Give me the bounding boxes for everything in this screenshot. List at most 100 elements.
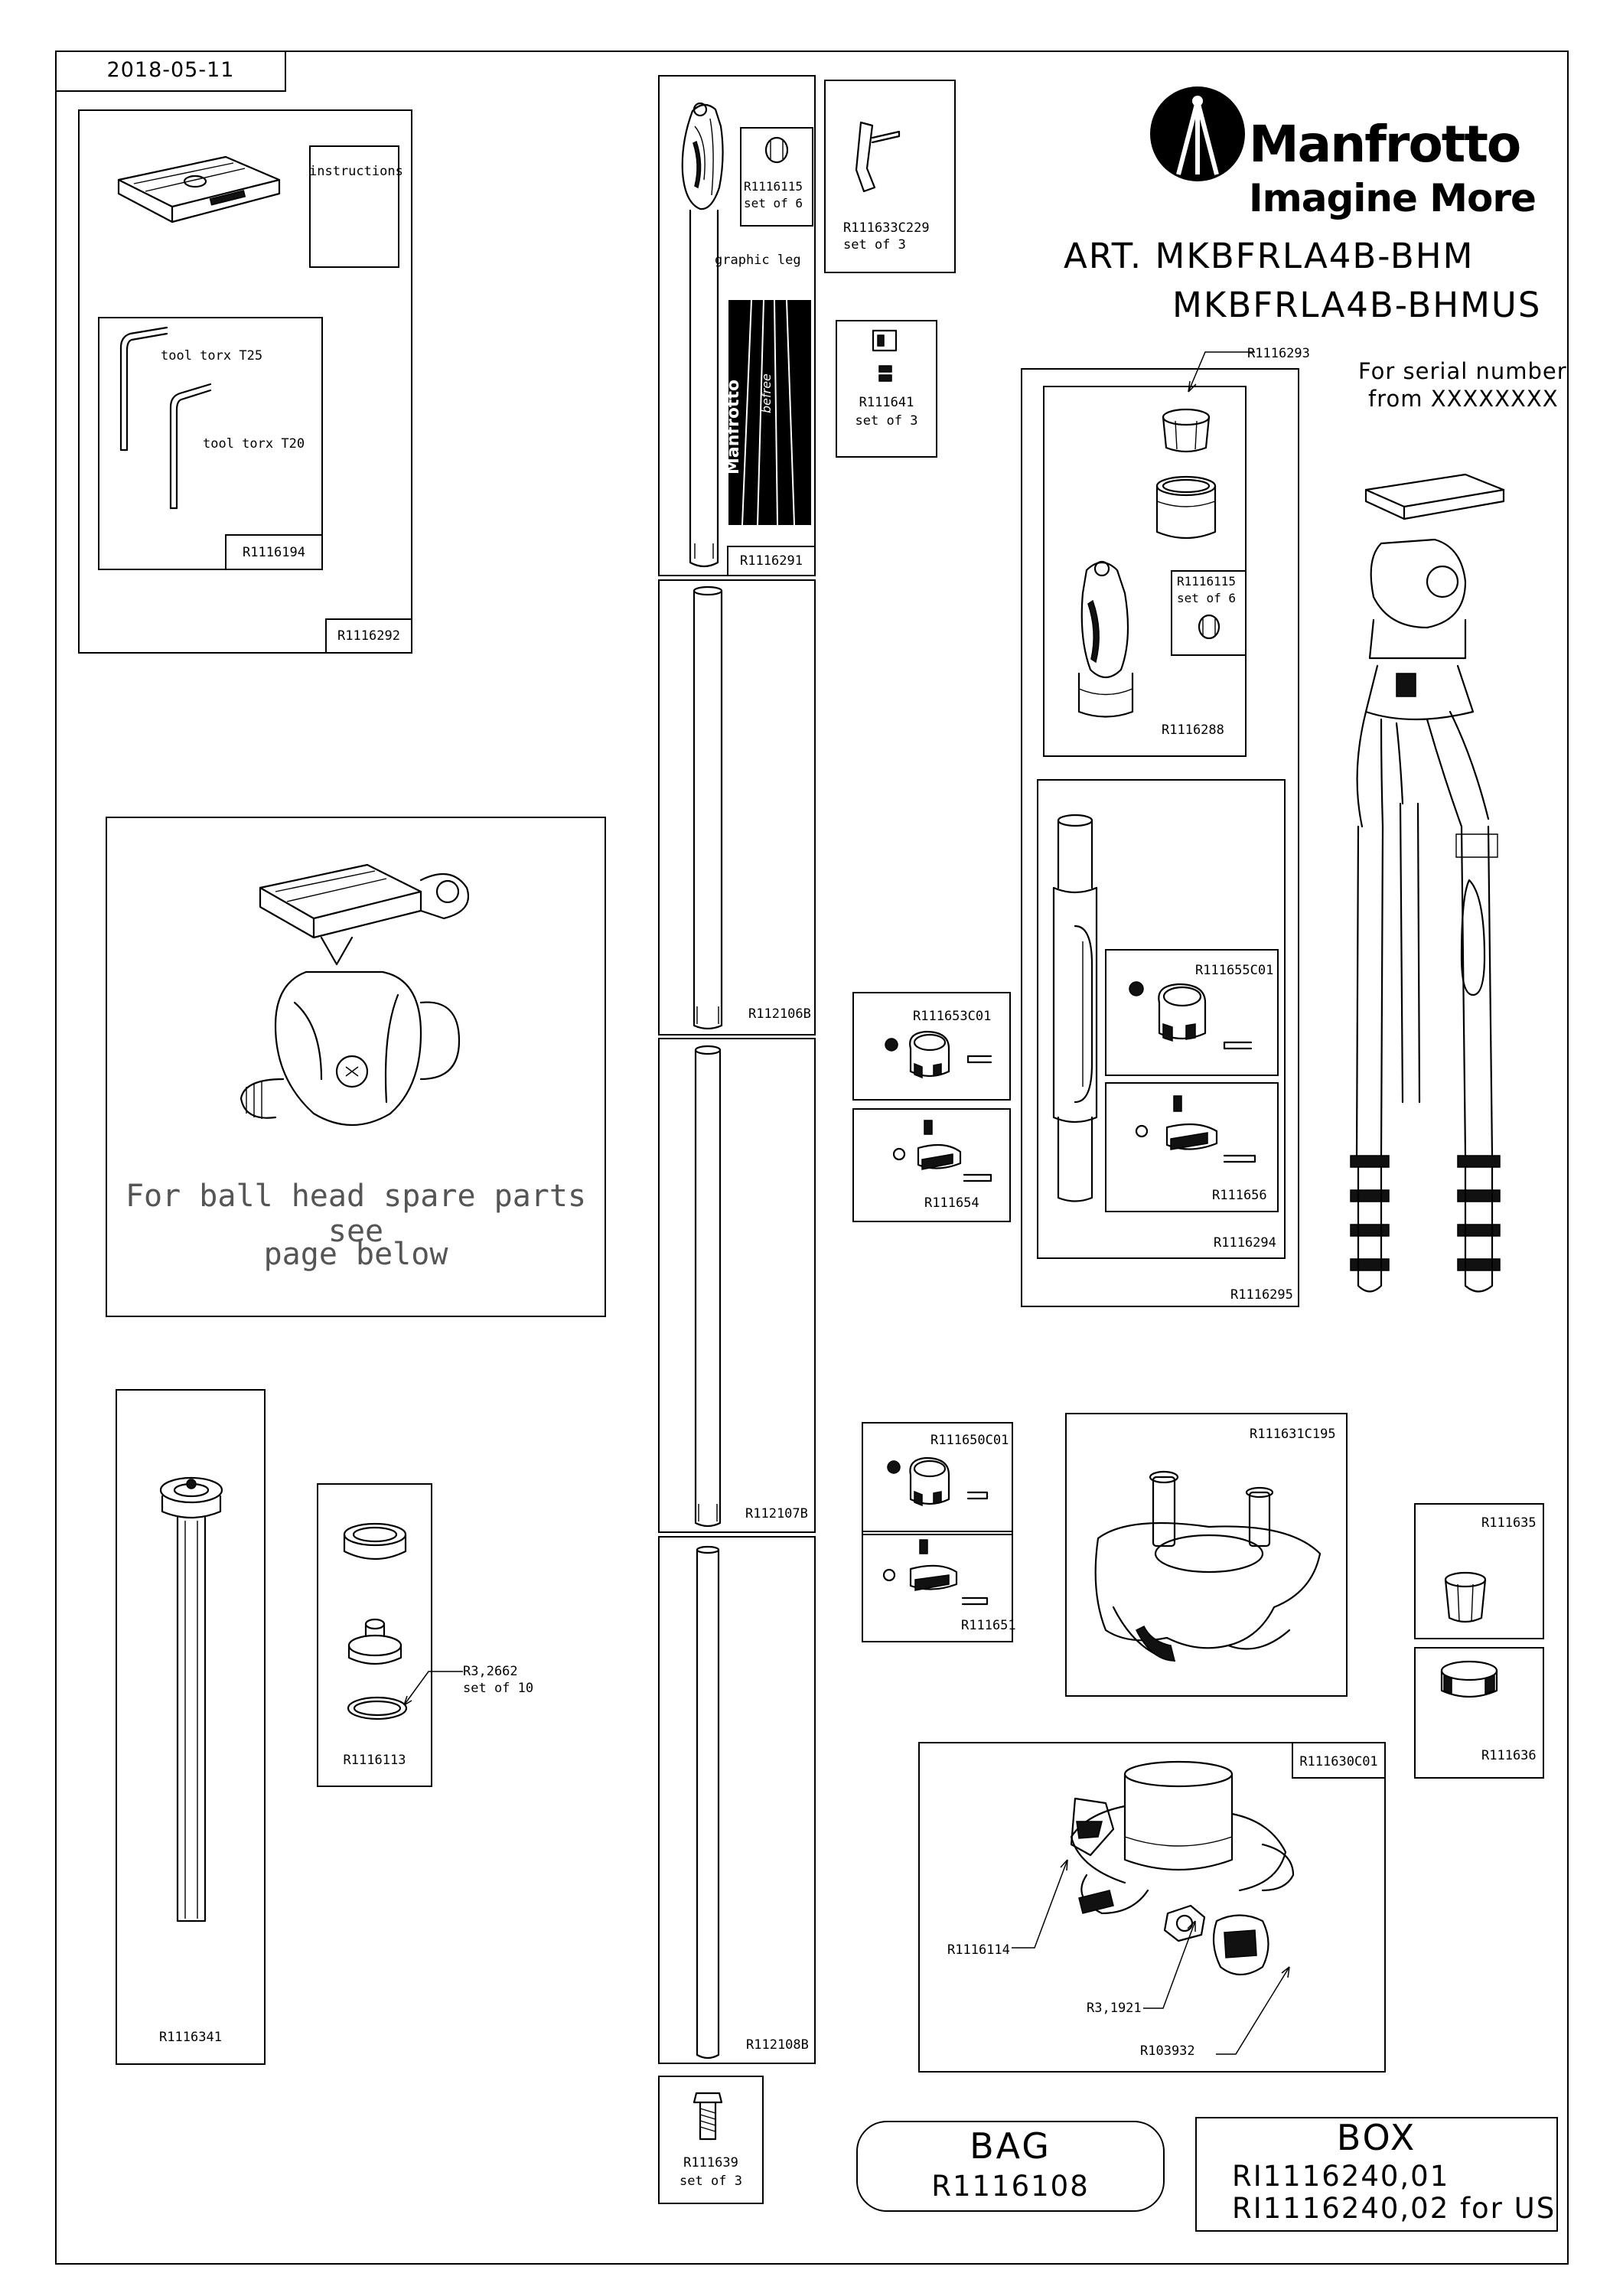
leg-kit-outer-code: R1116295 <box>1230 1287 1293 1303</box>
clamp-a2-panel <box>852 1108 1011 1222</box>
plate-kit-code-box <box>325 618 412 654</box>
bush-a-panel <box>1414 1503 1544 1639</box>
o-ring-icon <box>347 1696 408 1720</box>
clamp-b2-drawing <box>1135 1095 1256 1163</box>
cap-kit-code: R1116113 <box>343 1753 406 1768</box>
base-assembly-drawing <box>1070 1760 1295 1976</box>
nut-code: R3,1921 <box>1087 2001 1142 2016</box>
ring-6a-code: R1116115 <box>744 179 803 194</box>
clamp-b-drawing <box>1129 981 1253 1050</box>
leg-kit-outer-panel <box>1021 368 1299 1307</box>
lever-a-set: set of 3 <box>843 237 906 253</box>
clamp-a-code: R111653C01 <box>913 1009 992 1024</box>
knob-leader <box>1216 1966 1290 2055</box>
torx-key-t20-icon <box>169 383 212 510</box>
upper-leg-code-box <box>727 546 816 576</box>
tools-kit-code: R1116194 <box>243 545 305 560</box>
leg-hub-drawing <box>1077 560 1134 718</box>
spider-panel <box>1065 1413 1348 1697</box>
tube-c-code: R112108B <box>746 2037 809 2053</box>
bag-box <box>856 2121 1165 2212</box>
ball-head-drawing <box>240 863 470 1126</box>
torx-key-t25-icon <box>119 326 168 452</box>
leg-kit-inner-panel <box>1037 779 1286 1259</box>
base-code: R111630C01 <box>1299 1754 1378 1769</box>
clamp-a-panel <box>852 992 1011 1101</box>
tube-b-code: R112107B <box>745 1506 808 1521</box>
base-lever-code: R1116114 <box>947 1942 1010 1958</box>
manfrotto-logo-icon <box>1150 86 1245 181</box>
leg-kit-inner-code: R1116294 <box>1214 1235 1276 1251</box>
ring-6b-code: R1116115 <box>1177 574 1237 589</box>
lever-a-icon <box>855 121 901 193</box>
clamp-a2-code: R111654 <box>924 1195 979 1211</box>
cap-kit-panel <box>317 1483 432 1787</box>
clamp-b2-panel <box>1105 1082 1279 1212</box>
brand-name: Manfrotto <box>1249 115 1521 174</box>
graphic-leg-brand: Manfrotto <box>724 379 743 475</box>
cap-ring-drawing <box>343 1522 407 1561</box>
ring-6a-box <box>740 127 813 227</box>
box-box <box>1195 2117 1558 2232</box>
tube-c-drawing <box>696 1545 720 2060</box>
spider-drawing <box>1094 1470 1322 1662</box>
instructions-label: instructions <box>309 164 403 179</box>
upper-leg-drawing <box>681 102 724 568</box>
foot-screw-icon <box>693 2092 723 2141</box>
clip-set: set of 3 <box>855 413 918 429</box>
ring-6b-set: set of 6 <box>1177 591 1237 605</box>
graphic-leg-artwork <box>728 299 811 526</box>
ring-6b-box <box>1171 570 1247 656</box>
o-ring-code: R3,2662 <box>463 1664 518 1679</box>
base-lever-drawing <box>1070 1797 1115 1857</box>
bush-b-icon <box>1440 1660 1498 1698</box>
center-column-panel <box>116 1389 266 2065</box>
clamp-c-drawing <box>887 1456 989 1507</box>
torx-key-t20-label: tool torx T20 <box>203 436 305 452</box>
clamp-b2-code: R111656 <box>1212 1188 1267 1203</box>
o-ring-leader <box>403 1671 463 1706</box>
nut-leader <box>1143 1920 1196 2009</box>
spider-code: R111631C195 <box>1250 1427 1336 1442</box>
o-ring-set: set of 10 <box>463 1681 534 1696</box>
article-line-2: MKBFRLA4B-BHMUS <box>1172 285 1542 325</box>
bush-b-code: R111636 <box>1481 1748 1537 1763</box>
base-lever-leader <box>1012 1859 1068 1949</box>
serial-line-2: from XXXXXXXX <box>1368 386 1559 412</box>
tools-kit-panel <box>98 317 323 570</box>
lever-a-panel <box>824 80 956 273</box>
clamp-c2-drawing <box>882 1539 989 1606</box>
foot-screw-code: R111639 <box>683 2155 738 2170</box>
inner-tube-drawing <box>1052 814 1098 1202</box>
tripod-overview-drawing <box>1350 473 1505 1293</box>
bush-a-code: R111635 <box>1481 1515 1537 1531</box>
clip-code: R111641 <box>859 395 914 410</box>
foot-screw-set: set of 3 <box>680 2174 742 2189</box>
hub-kit-code: R1116288 <box>1162 722 1224 738</box>
plate-kit-code: R1116292 <box>337 628 400 644</box>
base-code-box <box>1292 1742 1386 1779</box>
instructions-box <box>309 145 399 268</box>
ball-head-note-line-1: For ball head spare parts see <box>125 1179 587 1249</box>
torx-key-t25-label: tool torx T25 <box>161 348 263 364</box>
tube-a-panel <box>658 579 816 1035</box>
clip-icon <box>872 329 898 382</box>
collar-top-code: R1116293 <box>1247 346 1310 361</box>
tools-kit-code-box <box>225 534 323 570</box>
base-panel <box>918 1742 1386 2073</box>
collar-cap-drawing <box>1155 408 1217 540</box>
article-line-1: ART. MKBFRLA4B-BHM <box>1064 236 1475 276</box>
brand-tagline: Imagine More <box>1249 176 1537 220</box>
serial-line-1: For serial number <box>1358 358 1567 384</box>
cap-nut-drawing <box>347 1618 402 1665</box>
upper-leg-code: R1116291 <box>740 553 803 569</box>
plate-kit-panel <box>78 109 412 654</box>
ring-6b-icon <box>1198 614 1221 640</box>
clamp-a-drawing <box>885 1030 992 1079</box>
box-title: BOX <box>1336 2117 1417 2158</box>
lever-a-code: R111633C229 <box>843 220 930 236</box>
drawing-date: 2018-05-11 <box>106 58 235 82</box>
clamp-c2-panel <box>862 1531 1013 1642</box>
center-column-drawing <box>159 1476 223 1923</box>
bag-title: BAG <box>970 2125 1051 2167</box>
